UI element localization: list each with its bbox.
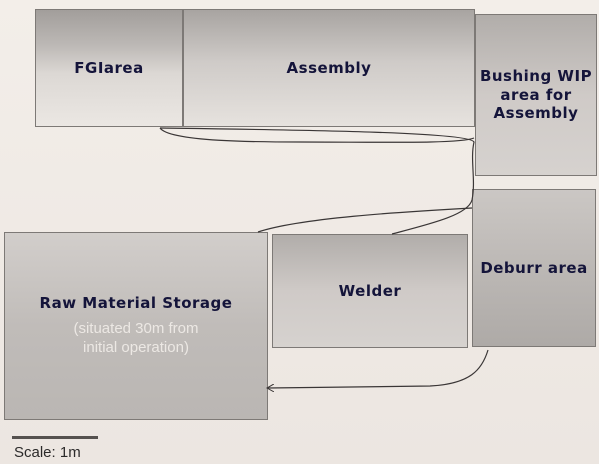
deburr-area: Deburr area xyxy=(472,189,596,347)
flow-line-deburr-to-storage xyxy=(268,349,489,388)
fgi-area-label: FGIarea xyxy=(74,58,144,77)
flow-line-welder-to-upper xyxy=(159,127,475,235)
assembly-area-label: Assembly xyxy=(286,58,372,77)
scale-bar xyxy=(12,436,98,439)
bushing-wip-line-1: Bushing WIP xyxy=(479,66,593,85)
bushing-wip-line-2: area for xyxy=(500,85,572,104)
raw-material-note-line-1: (situated 30m from xyxy=(73,319,199,337)
deburr-label: Deburr area xyxy=(480,258,588,277)
raw-material-label: Raw Material Storage xyxy=(39,294,233,313)
bushing-wip-line-3: Assembly xyxy=(493,104,579,123)
flow-line-weld-to-deburr xyxy=(257,207,473,233)
bushing-wip-area: Bushing WIP area for Assembly xyxy=(475,14,597,176)
raw-material-storage-area: Raw Material Storage (situated 30m from … xyxy=(4,232,268,420)
welder-label: Welder xyxy=(338,281,402,300)
flow-line-loop xyxy=(159,127,475,143)
raw-material-note-line-2: initial operation) xyxy=(83,339,189,357)
scale-label: Scale: 1m xyxy=(14,444,81,461)
fgi-area: FGIarea xyxy=(35,9,183,127)
welder-area: Welder xyxy=(272,234,468,348)
assembly-area: Assembly xyxy=(183,9,475,127)
